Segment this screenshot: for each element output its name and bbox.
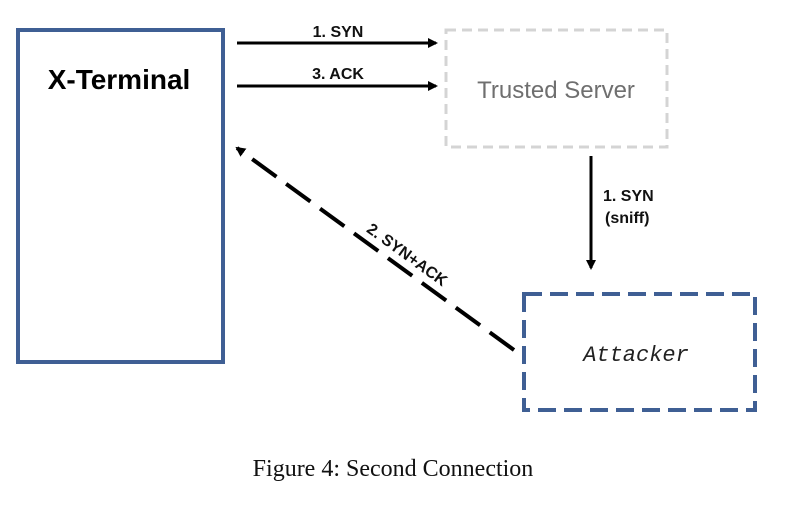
- trusted-server-box: [444, 28, 669, 149]
- syn-sniff-label-line1: 1. SYN: [603, 188, 654, 205]
- syn-1-label: 1. SYN: [313, 24, 364, 41]
- x-terminal-label: X-Terminal: [48, 64, 191, 95]
- syn-ack-2-label: 2. SYN+ACK: [363, 221, 450, 291]
- syn-1-edge: 1. SYN: [237, 24, 438, 48]
- attacker-box: [522, 292, 757, 412]
- ack-3-edge: 3. ACK: [237, 66, 438, 91]
- trusted-server-label: Trusted Server: [477, 77, 635, 104]
- x-terminal-node: X-Terminal: [16, 28, 225, 364]
- figure-caption: Figure 4: Second Connection: [252, 456, 534, 482]
- syn-sniff-label-line2: (sniff): [605, 210, 649, 227]
- x-terminal-box: [16, 28, 225, 364]
- syn-ack-2-arrow: [235, 146, 516, 352]
- trusted-server-node: Trusted Server: [444, 28, 669, 149]
- syn-sniff-edge: 1. SYN (sniff): [586, 156, 654, 270]
- attacker-label: Attacker: [581, 343, 689, 368]
- attacker-node: Attacker: [522, 292, 757, 412]
- syn-ack-2-edge: 2. SYN+ACK: [235, 146, 516, 352]
- ack-3-label: 3. ACK: [312, 66, 364, 83]
